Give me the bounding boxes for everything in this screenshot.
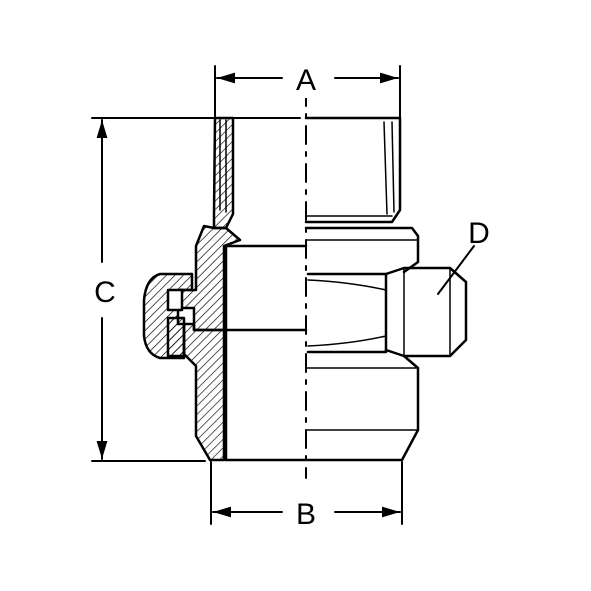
exterior-view (224, 116, 468, 462)
label-c: C (94, 276, 116, 309)
label-d: D (468, 217, 490, 250)
dimension-b (210, 461, 403, 525)
label-b: B (296, 498, 316, 531)
bore-outline (222, 244, 308, 462)
dimension-c (91, 117, 301, 462)
dimension-a (214, 65, 401, 119)
leader-d (437, 245, 475, 295)
label-a: A (296, 64, 316, 97)
section-view (142, 116, 242, 462)
